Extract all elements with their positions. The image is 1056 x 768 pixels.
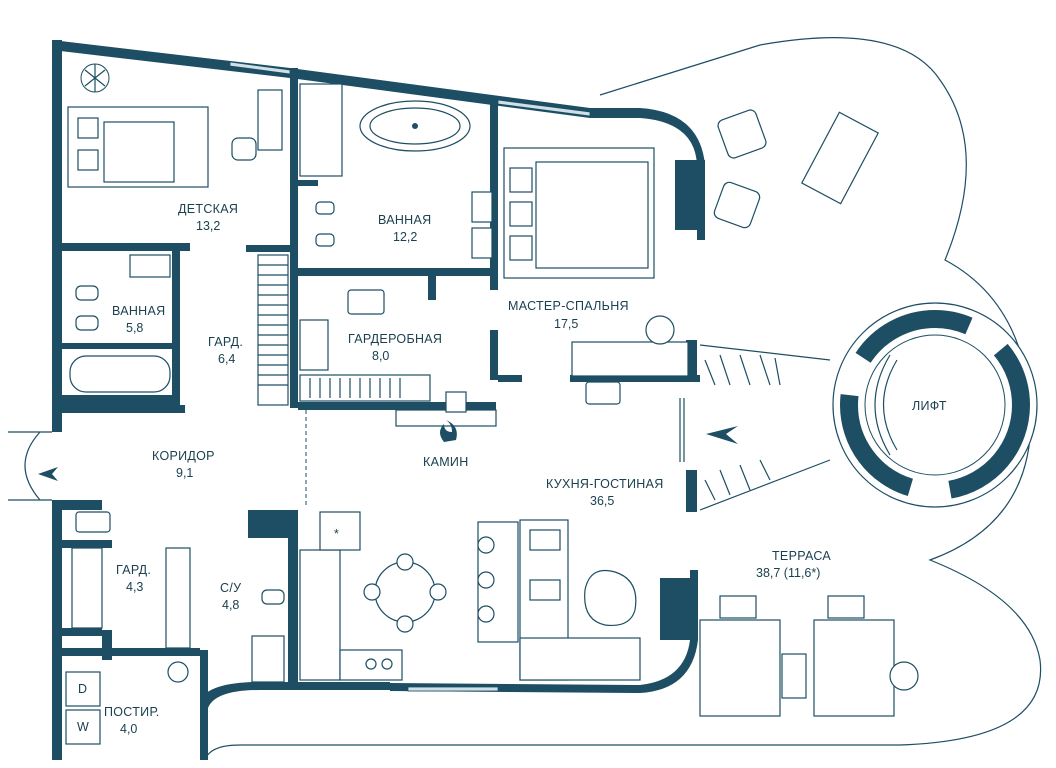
washer-label: W — [77, 720, 89, 734]
room-area-wardrobe: 8,0 — [372, 349, 389, 363]
sink-icon — [129, 254, 171, 278]
lift-bridge — [699, 344, 831, 511]
windows — [229, 61, 591, 692]
bathtub-small — [69, 355, 171, 393]
bar-stools — [477, 521, 519, 643]
terrace-chairs — [713, 109, 880, 229]
room-name-wardrobe-small: ГАРД. — [208, 335, 243, 349]
coffee-table — [584, 569, 637, 627]
toilet-icon — [75, 285, 99, 331]
master-bed — [503, 147, 655, 279]
bathtub — [359, 100, 471, 152]
kids-bed — [67, 106, 209, 188]
wardrobe2-shelves — [71, 511, 191, 649]
room-area-wardrobe-small: 6,4 — [218, 352, 235, 366]
room-name-wc: С/У — [220, 581, 241, 595]
room-area-wardrobe2: 4,3 — [126, 580, 143, 594]
room-name-wardrobe2: ГАРД. — [116, 563, 151, 577]
laundry-machines — [65, 671, 101, 745]
room-name-wardrobe: ГАРДЕРОБНАЯ — [348, 332, 442, 346]
room-name-master: МАСТЕР-СПАЛЬНЯ — [508, 299, 629, 313]
room-name-kitchen: КУХНЯ-ГОСТИНАЯ — [546, 477, 664, 491]
room-area-laundry: 4,0 — [120, 722, 137, 736]
room-name-bath2: ВАННАЯ — [112, 304, 165, 318]
kids-desk — [231, 89, 283, 161]
sofa — [519, 519, 641, 681]
entrance-arrow-icon — [38, 467, 58, 481]
room-area-bath2: 5,8 — [126, 321, 143, 335]
fireplace-label: КАМИН — [423, 455, 469, 469]
room-name-laundry: ПОСТИР. — [104, 705, 160, 719]
entrance-door — [8, 431, 58, 501]
lift — [832, 302, 1038, 508]
room-area-master: 17,5 — [554, 317, 578, 331]
room-name-terrace: ТЕРРАСА — [772, 549, 831, 563]
wc-fixtures — [167, 589, 285, 683]
dryer-label: D — [78, 682, 87, 696]
terrace-outline — [204, 37, 1042, 761]
toilet-icon — [315, 201, 335, 247]
room-area-wc: 4,8 — [222, 598, 239, 612]
terrace-loungers — [699, 595, 919, 717]
kitchen-counter — [299, 511, 403, 681]
fireplace-icon — [395, 391, 497, 442]
room-name-corridor: КОРИДОР — [152, 449, 215, 463]
hob-icon — [585, 381, 621, 405]
master-desk — [571, 315, 689, 377]
room-area-kitchen: 36,5 — [590, 494, 614, 508]
lift-label: ЛИФТ — [912, 399, 947, 413]
room-name-bath1: ВАННАЯ — [378, 213, 431, 227]
sliding-door — [679, 398, 685, 462]
room-area-terrace: 38,7 (11,6*) — [756, 566, 820, 580]
entrance-arrow-icon — [706, 426, 738, 444]
interior-walls — [62, 78, 700, 700]
room-area-bath1: 12,2 — [393, 230, 417, 244]
sink-icon — [471, 191, 493, 259]
shower — [299, 83, 343, 177]
wardrobe-shelves — [257, 254, 431, 406]
plant-icon — [80, 63, 110, 93]
dining-table — [363, 553, 447, 633]
room-name-kids: ДЕТСКАЯ — [178, 202, 238, 216]
room-area-kids: 13,2 — [196, 219, 220, 233]
kitchen-mark: * — [334, 527, 339, 541]
room-area-corridor: 9,1 — [176, 466, 193, 480]
